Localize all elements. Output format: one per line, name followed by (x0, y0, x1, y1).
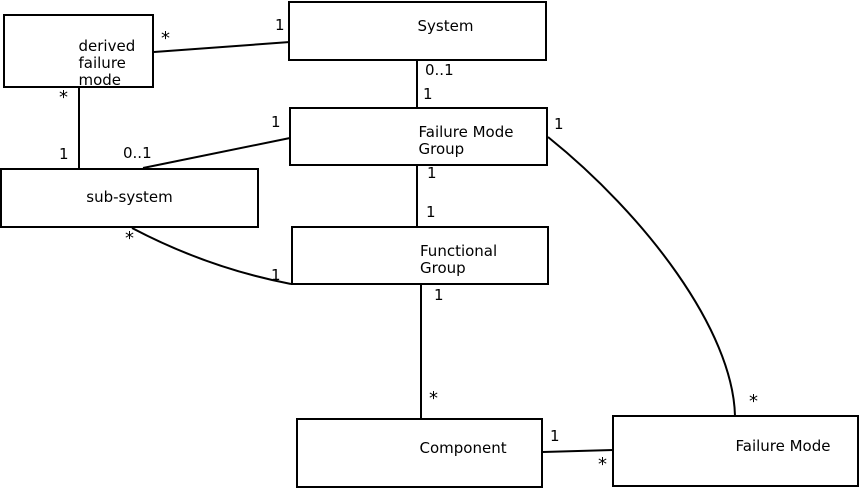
mult-component-failure-mode-near-component: 1 (550, 427, 560, 445)
mult-failure-mode-group-failure-mode-near-failure-mode: * (749, 391, 758, 412)
mult-component-failure-mode-near-failure-mode: * (598, 454, 607, 475)
connector-failure-mode-group-failure-mode (547, 136, 736, 417)
mult-failure-mode-group-functional-group-near-functional: 1 (426, 203, 436, 221)
node-functional-group: Functional Group (291, 226, 549, 285)
mult-derived-failure-mode-sub-system-near-sub-system: 1 (59, 145, 69, 163)
connector-component-failure-mode (542, 449, 614, 453)
mult-functional-group-component-near-component: * (429, 388, 438, 409)
connector-failure-mode-group-sub-system (142, 137, 291, 169)
node-component: Component (296, 418, 543, 488)
node-component-label: Component (419, 439, 507, 457)
mult-functional-group-component-near-group: 1 (434, 286, 444, 304)
mult-derived-failure-mode-system-near-system: 1 (275, 16, 285, 34)
node-failure-mode-group-label: Failure Mode Group (418, 122, 514, 158)
mult-system-failure-mode-group-near-group: 1 (423, 85, 433, 103)
node-failure-mode-group: Failure Mode Group (289, 107, 548, 166)
mult-derived-failure-mode-system-near-derived: * (161, 28, 170, 49)
connector-derived-failure-mode-system (153, 41, 291, 53)
node-derived-failure-mode: derived failure mode (3, 14, 154, 89)
node-functional-group-label: Functional Group (420, 241, 498, 277)
mult-failure-mode-group-failure-mode-near-group: 1 (554, 115, 564, 133)
node-system: System (288, 1, 547, 61)
mult-sub-system-functional-group-near-functional: 1 (271, 266, 281, 284)
connector-sub-system-functional-group (131, 227, 292, 285)
mult-system-failure-mode-group-near-system: 0..1 (425, 61, 454, 79)
mult-failure-mode-group-sub-system-near-group: 1 (271, 113, 281, 131)
mult-failure-mode-group-sub-system-near-sub-system: 0..1 (123, 144, 152, 162)
mult-sub-system-functional-group-near-sub-system: * (125, 228, 134, 249)
node-derived-failure-mode-label: derived failure mode (78, 37, 136, 89)
node-failure-mode-label: Failure Mode (735, 437, 831, 455)
node-sub-system-label: sub-system (86, 188, 173, 206)
node-failure-mode: Failure Mode (612, 415, 859, 487)
node-sub-system: sub-system (0, 168, 259, 228)
mult-failure-mode-group-functional-group-near-group: 1 (427, 164, 437, 182)
mult-derived-failure-mode-sub-system-near-derived: * (59, 87, 68, 108)
node-system-label: System (417, 17, 474, 35)
